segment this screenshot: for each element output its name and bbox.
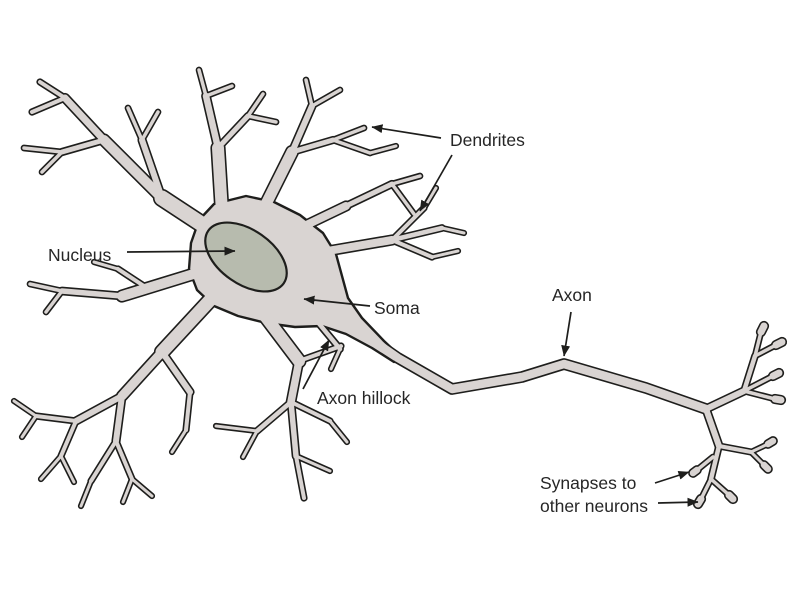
axon-hillock-label: Axon hillock (317, 388, 411, 408)
synaptic-bouton (775, 399, 781, 400)
dendrite-branch (14, 401, 36, 416)
dendrite-branch (257, 402, 291, 431)
dendrite-branch (46, 291, 62, 312)
dendrite-branch (91, 441, 116, 481)
dendrite-branch (172, 430, 186, 452)
dendrite-branch (128, 108, 142, 140)
synaptic-bouton (693, 470, 697, 473)
axon-terminal-branch (706, 391, 744, 409)
synapses-arrow-upper (655, 472, 689, 483)
dendrite-branch (81, 481, 91, 506)
nucleus-label: Nucleus (48, 245, 111, 265)
dendrite-branch (61, 421, 76, 456)
axon-hillock-arrow (303, 340, 329, 389)
dendrite-branch (248, 94, 263, 116)
dendrite-branch (333, 128, 364, 140)
dendrite-branch (392, 240, 432, 257)
dendrite-branch (61, 456, 74, 482)
dendrites-label: Dendrites (450, 130, 525, 150)
dendrite-branch (32, 98, 65, 112)
dendrite-branch (162, 352, 190, 392)
synaptic-bouton (768, 441, 773, 444)
dendrite-branch (41, 456, 61, 479)
synaptic-bouton (776, 342, 782, 345)
dendrite-branch (392, 184, 414, 214)
dendrite-branch (142, 112, 158, 140)
axon-arrow (564, 312, 571, 356)
dendrite-branch (22, 416, 36, 437)
axon-terminal-branch (711, 479, 729, 495)
dendrite-branch (424, 188, 436, 208)
synaptic-bouton (729, 495, 733, 499)
synapses-label-line2: other neurons (540, 496, 648, 516)
dendrite-branch (162, 298, 212, 352)
axon-label: Axon (552, 285, 592, 305)
nucleus-arrow (127, 251, 235, 252)
neuron-branch-outlines (14, 70, 782, 506)
synaptic-bouton (761, 326, 764, 332)
synapses-label-line1: Synapses to (540, 473, 636, 493)
dendrite-branch (218, 116, 248, 148)
dendrite-branch (346, 184, 392, 206)
dendrite-branch (42, 152, 62, 172)
synaptic-bouton (764, 465, 768, 469)
dendrite-branch (218, 148, 222, 212)
dendrites-arrow-lower (420, 155, 452, 211)
synaptic-bouton (773, 373, 779, 376)
dendrite-branch (116, 441, 132, 479)
dendrite-branch (65, 98, 104, 140)
dendrite-branch (122, 352, 162, 396)
soma-label: Soma (374, 298, 420, 318)
synaptic-bouton (698, 499, 701, 504)
dendrite-branch (40, 82, 65, 98)
axon-path (372, 340, 706, 409)
dendrite-branch (333, 140, 370, 153)
dendrite-branch (330, 421, 347, 442)
dendrites-arrow-upper (372, 127, 441, 138)
dendrite-branch (312, 90, 340, 106)
synapses-arrow-lower (658, 502, 698, 503)
dendrite-branch (243, 431, 257, 457)
dendrite-branch (291, 361, 299, 402)
soma-shape (189, 196, 400, 362)
dendrite-branch (132, 479, 152, 496)
